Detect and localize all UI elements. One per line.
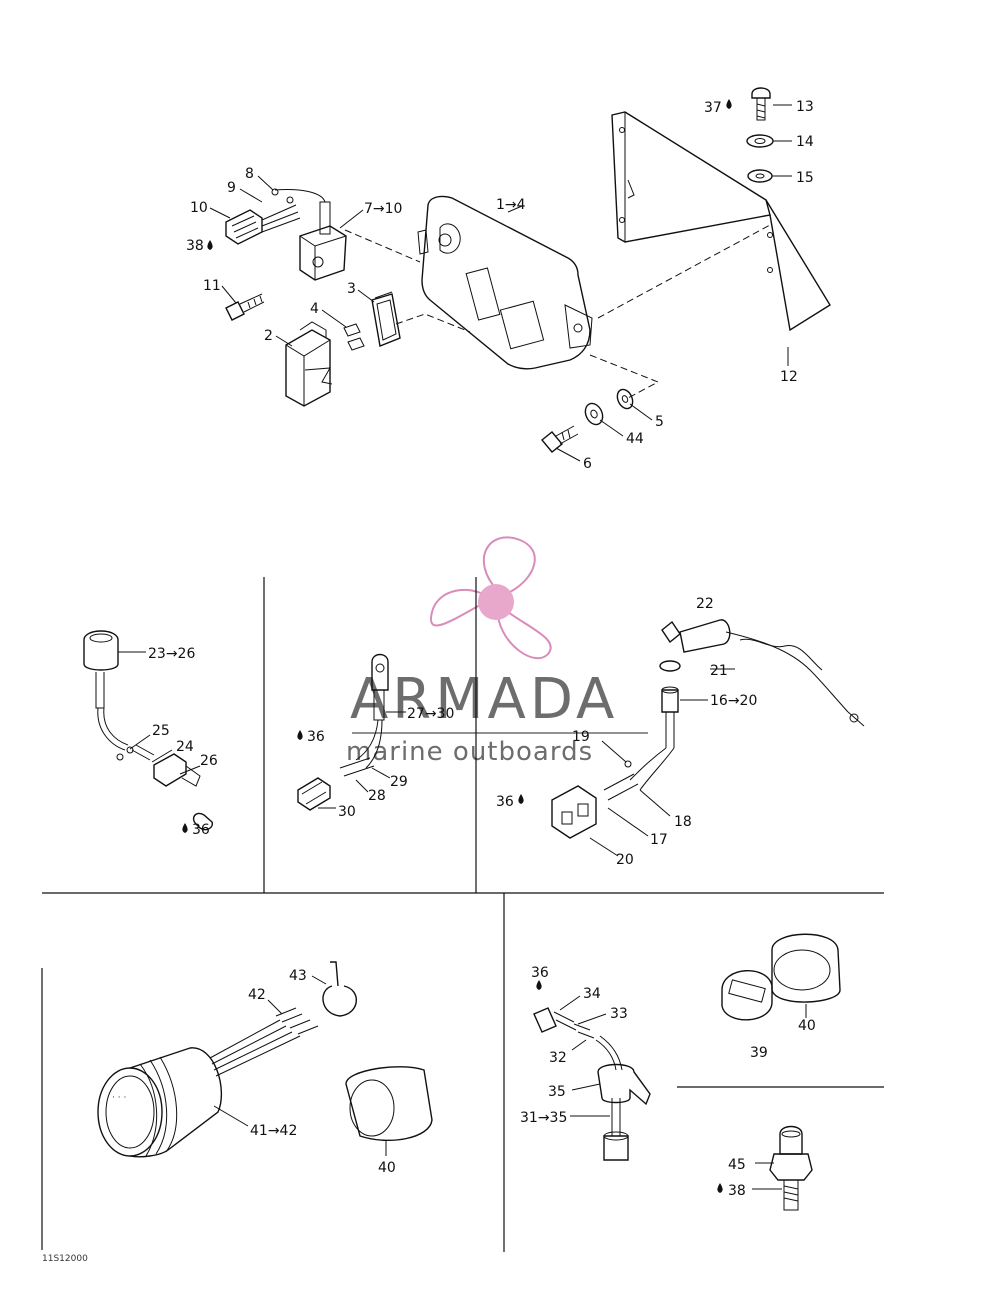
drop-icon	[182, 823, 188, 833]
washer-5	[616, 388, 634, 410]
mounting-plate	[611, 111, 831, 332]
label-15: 15	[796, 170, 814, 186]
label-14: 14	[796, 134, 814, 150]
label-8: 8	[245, 166, 254, 182]
clips-4	[343, 323, 365, 351]
cap-and-ring: 39 40	[721, 933, 841, 1061]
label-9: 9	[227, 180, 236, 196]
label-23-26: 23→26	[148, 646, 195, 662]
label-22: 22	[696, 596, 714, 612]
connector-10	[225, 188, 301, 245]
label-36: 36	[531, 965, 549, 981]
label-31-35: 31→35	[520, 1110, 567, 1126]
label-43: 43	[289, 968, 307, 984]
label-42: 42	[248, 987, 266, 1003]
label-16-20: 16→20	[710, 693, 757, 709]
drop-icon	[726, 99, 732, 109]
label-20: 20	[616, 852, 634, 868]
label-26: 26	[200, 753, 218, 769]
label-29: 29	[390, 774, 408, 790]
label-41-42: 41→42	[250, 1123, 297, 1139]
label-39: 39	[750, 1045, 768, 1061]
label-19: 19	[572, 729, 590, 745]
label-24: 24	[176, 739, 194, 755]
label-13: 13	[796, 99, 814, 115]
label-36: 36	[307, 729, 325, 745]
label-2: 2	[264, 328, 273, 344]
drop-icon	[717, 1183, 723, 1193]
armada-watermark: ARMADA marine outboards	[346, 536, 648, 767]
label-12: 12	[780, 369, 798, 385]
sensor-16-22: 22 21 16→20 19 36 18 17 20	[496, 596, 865, 868]
washer-44	[584, 402, 604, 426]
label-27-30: 27→30	[407, 706, 454, 722]
drop-icon	[518, 794, 524, 804]
label-18: 18	[674, 814, 692, 830]
label-3: 3	[347, 281, 356, 297]
control-unit	[417, 195, 593, 370]
label-21: 21	[710, 663, 728, 679]
bolt-6	[541, 425, 579, 453]
label-30: 30	[338, 804, 356, 820]
label-1-4: 1→4	[496, 197, 526, 213]
label-32: 32	[549, 1050, 567, 1066]
label-10: 10	[190, 200, 208, 216]
label-33: 33	[610, 1006, 628, 1022]
section-dividers	[41, 577, 884, 1252]
sender-31-35: 36 34 33 32 35 31→35	[520, 965, 651, 1161]
label-17: 17	[650, 832, 668, 848]
label-44: 44	[626, 431, 644, 447]
watermark-tagline: marine outboards	[346, 737, 593, 767]
label-36: 36	[496, 794, 514, 810]
label-34: 34	[583, 986, 601, 1002]
label-40: 40	[798, 1018, 816, 1034]
label-25: 25	[152, 723, 170, 739]
label-38: 38	[728, 1183, 746, 1199]
relay-box	[274, 189, 347, 281]
label-45: 45	[728, 1157, 746, 1173]
label-5: 5	[655, 414, 664, 430]
drop-icon	[536, 980, 542, 990]
label-40: 40	[378, 1160, 396, 1176]
sensor-27-30: 27→30 36 29 28 30	[297, 653, 454, 820]
label-38: 38	[186, 238, 204, 254]
label-11: 11	[203, 278, 221, 294]
label-35: 35	[548, 1084, 566, 1100]
drop-icon	[297, 730, 303, 740]
washer-15	[747, 169, 773, 183]
bracket-2	[285, 321, 333, 407]
label-4: 4	[310, 301, 319, 317]
label-7-10: 7→10	[364, 201, 402, 217]
sensor-23-26: 23→26 25 24 26 36	[83, 630, 218, 838]
svg-text:· · ·: · · ·	[112, 1093, 126, 1103]
screw-13	[751, 87, 771, 121]
drop-icon	[207, 240, 213, 250]
drawing-reference: 11S12000	[42, 1254, 88, 1264]
top-assembly: 13 14 15 37 1→4 7→10 8 9 10 38 11 4 3 2 …	[186, 87, 831, 472]
label-6: 6	[583, 456, 592, 472]
cover-3	[371, 291, 401, 347]
watermark-brand: ARMADA	[350, 667, 618, 732]
label-36: 36	[192, 822, 210, 838]
washer-14	[746, 134, 774, 148]
label-28: 28	[368, 788, 386, 804]
gauge-assembly: · · · 43 42 41→42 40	[97, 961, 433, 1176]
propeller-icon	[429, 536, 552, 660]
screw-11	[225, 293, 265, 321]
sensor-45: 45 38	[717, 1125, 813, 1211]
label-37: 37	[704, 100, 722, 116]
